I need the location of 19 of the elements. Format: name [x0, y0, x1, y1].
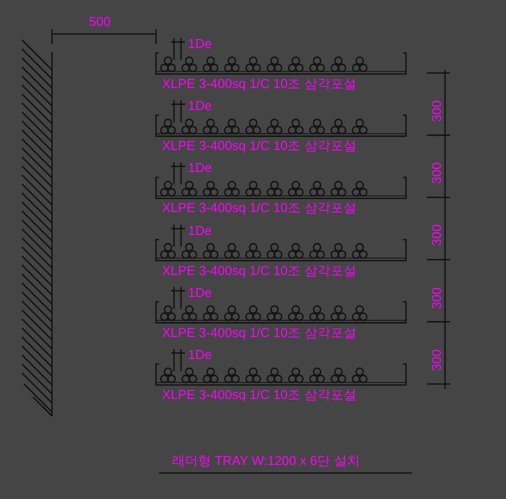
spacing-label: 1De: [188, 286, 212, 299]
spacing-label: 1De: [188, 224, 212, 237]
cable-spec-label: XLPE 3-400sq 1/C 10조 삼각포설: [162, 77, 356, 90]
dimension-label: 300: [430, 286, 443, 309]
spacing-label: 1De: [188, 99, 212, 112]
cable-spec-label: XLPE 3-400sq 1/C 10조 삼각포설: [162, 139, 356, 152]
cable-spec-label: XLPE 3-400sq 1/C 10조 삼각포설: [162, 201, 356, 214]
spacing-label: 1De: [188, 348, 212, 361]
cable-spec-label: XLPE 3-400sq 1/C 10조 삼각포설: [162, 326, 356, 339]
dimension-label: 500: [89, 15, 111, 28]
spacing-label: 1De: [188, 161, 212, 174]
spacing-label: 1De: [188, 37, 212, 50]
cable-spec-label: XLPE 3-400sq 1/C 10조 삼각포설: [162, 388, 356, 401]
dimension-label: 300: [430, 162, 443, 184]
cable-spec-label: XLPE 3-400sq 1/C 10조 삼각포설: [162, 264, 356, 277]
caption: 래더형 TRAY W:1200 x 6단 설치: [172, 454, 360, 467]
dimension-label: 300: [430, 100, 443, 122]
dimension-label: 300: [430, 349, 443, 371]
dimension-label: 300: [430, 224, 443, 246]
